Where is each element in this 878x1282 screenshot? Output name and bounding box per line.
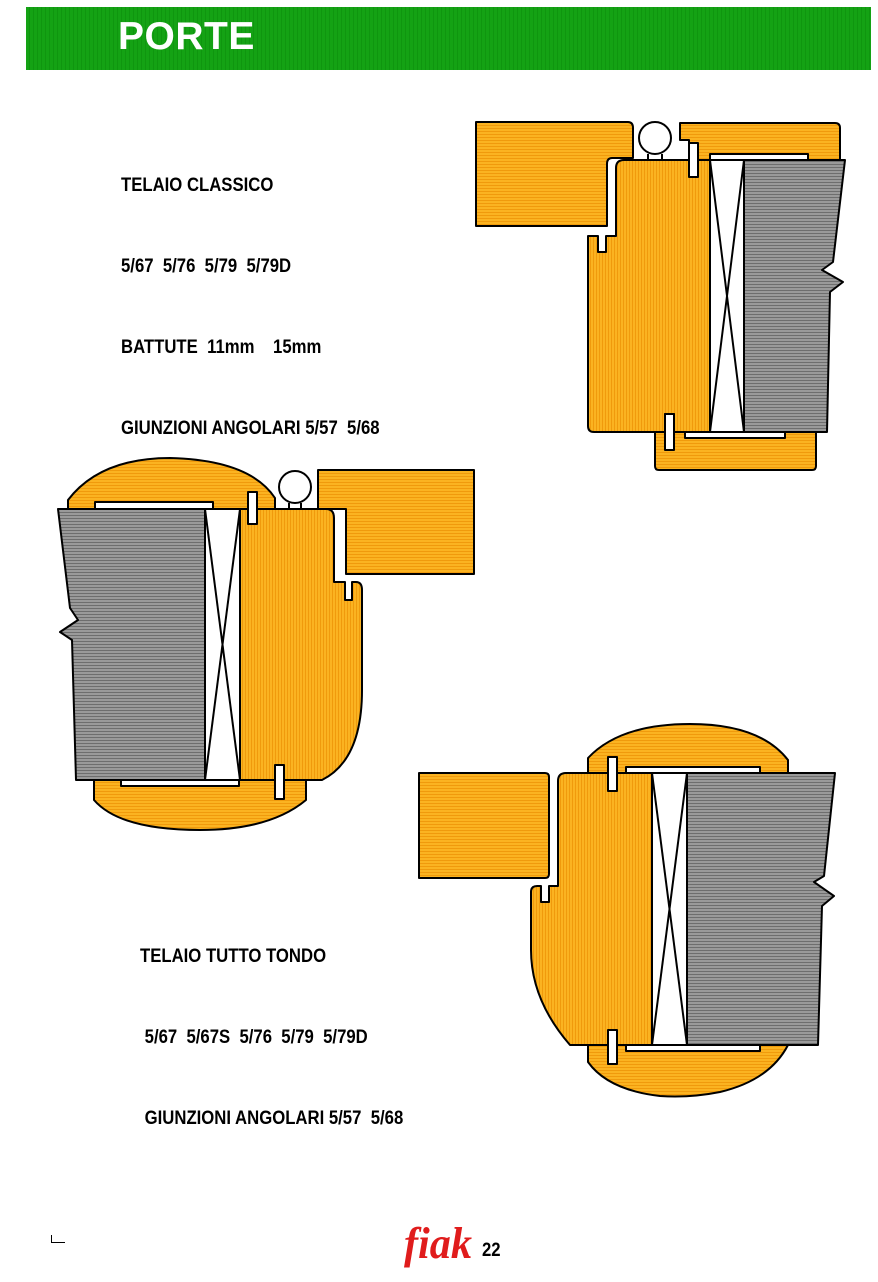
caption-line: TELAIO CLASSICO	[121, 175, 274, 196]
round-frame-drawing-left	[57, 457, 475, 831]
classic-frame-caption: TELAIO CLASSICO 5/67 5/76 5/79 5/79D BAT…	[121, 118, 380, 469]
round-frame-drawing-right	[418, 723, 836, 1098]
glass-pane	[686, 772, 836, 1046]
fiak-logo: fiak	[404, 1219, 472, 1268]
sash	[530, 772, 653, 1046]
sash	[239, 508, 363, 781]
footer-tick	[51, 1235, 52, 1243]
hinge-icon	[278, 470, 312, 504]
wall-block	[475, 121, 634, 227]
caption-line: BATTUTE 11mm 15mm	[121, 337, 322, 358]
caption-line: 5/67 5/76 5/79 5/79D	[121, 256, 292, 277]
wall-block	[317, 469, 475, 575]
logo-text: fiak	[404, 1219, 472, 1268]
sash	[587, 159, 711, 433]
caption-line: 5/67 5/67S 5/76 5/79 5/79D	[140, 1027, 368, 1048]
caption-line: GIUNZIONI ANGOLARI 5/57 5/68	[140, 1108, 404, 1129]
hinge-icon	[638, 121, 672, 155]
classic-frame-drawing	[475, 121, 846, 471]
round-frame-caption: TELAIO TUTTO TONDO 5/67 5/67S 5/76 5/79 …	[140, 889, 403, 1159]
lower-frame	[654, 431, 817, 471]
page-number: 22	[482, 1240, 501, 1261]
page-title: PORTE	[118, 15, 255, 58]
glass-pane	[743, 159, 846, 433]
header-bar: PORTE	[26, 7, 871, 70]
caption-line: TELAIO TUTTO TONDO	[140, 946, 327, 967]
lower-round-frame	[93, 779, 307, 831]
wall-block	[418, 772, 550, 879]
footer-tick	[51, 1242, 65, 1243]
lower-round-frame	[587, 1044, 789, 1098]
caption-line: GIUNZIONI ANGOLARI 5/57 5/68	[121, 418, 380, 439]
glass-pane	[57, 508, 206, 781]
upper-round-frame	[587, 723, 789, 776]
